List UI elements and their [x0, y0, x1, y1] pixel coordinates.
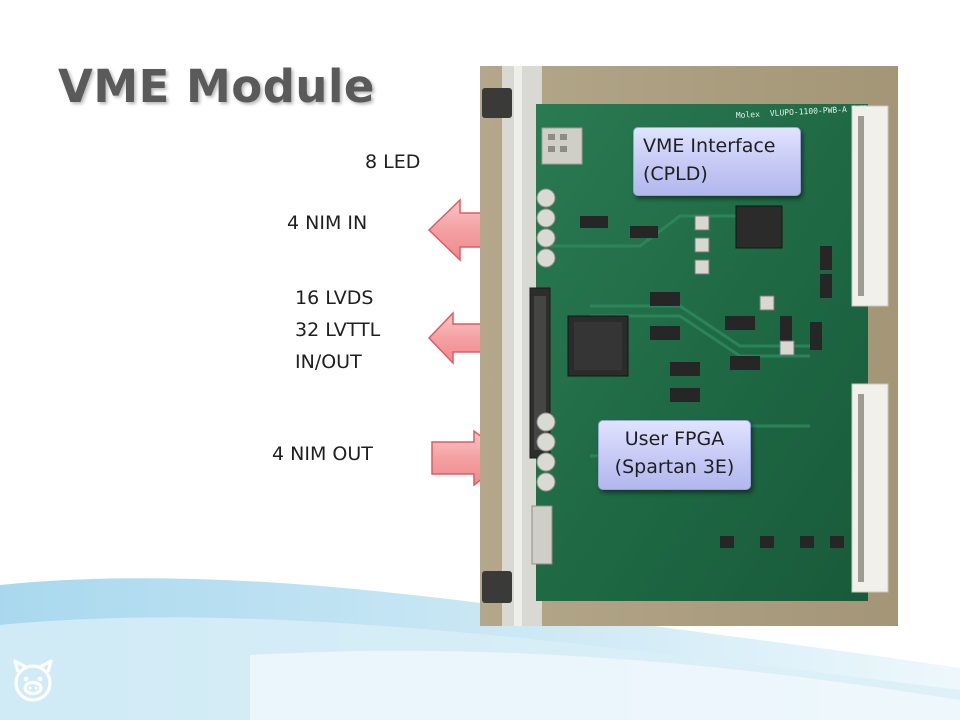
lvds-label-line1: 16 LVDS — [295, 287, 374, 309]
user-fpga-line1: User FPGA — [624, 428, 725, 450]
vme-interface-callout: VME Interface (CPLD) — [633, 127, 801, 196]
lvds-label-line2: 32 LVTTL — [295, 319, 381, 341]
lvds-label-line3: IN/OUT — [295, 351, 362, 373]
nim-in-label: 4 NIM IN — [287, 212, 368, 234]
led-label: 8 LED — [365, 151, 421, 173]
board-maker-text: Molex — [736, 110, 761, 120]
nim-out-label: 4 NIM OUT — [272, 443, 373, 465]
user-fpga-callout: User FPGA (Spartan 3E) — [598, 420, 751, 490]
vme-interface-line2: (CPLD) — [643, 163, 708, 185]
vme-interface-line1: VME Interface — [643, 135, 776, 157]
pig-face-icon — [13, 659, 53, 702]
page-title: VME Module — [58, 60, 375, 113]
user-fpga-line2: (Spartan 3E) — [614, 456, 735, 478]
lvds-label: 16 LVDS 32 LVTTL IN/OUT — [295, 282, 380, 378]
